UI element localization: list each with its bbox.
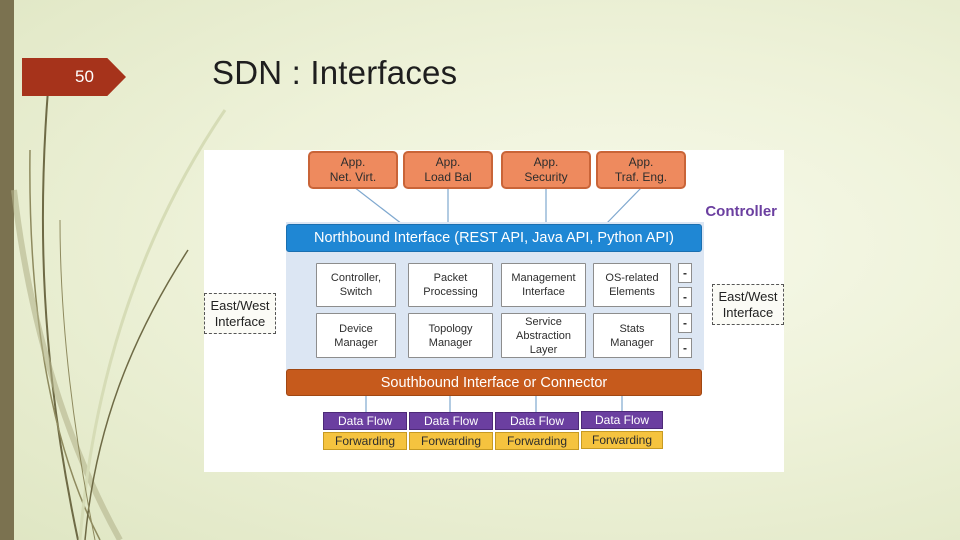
module-stats-manager: Stats Manager bbox=[593, 313, 671, 358]
sdn-diagram: App. Net. Virt. App. Load Bal App. Secur… bbox=[204, 150, 784, 472]
forwarding-block: Forwarding bbox=[581, 431, 663, 449]
data-flow-block: Data Flow bbox=[581, 411, 663, 429]
module-os-related-elements: OS-related Elements bbox=[593, 263, 671, 307]
forwarding-block: Forwarding bbox=[323, 432, 407, 450]
extension-slot: - bbox=[678, 338, 692, 358]
forwarding-block: Forwarding bbox=[495, 432, 579, 450]
extension-slot: - bbox=[678, 263, 692, 283]
app-security: App. Security bbox=[501, 151, 591, 189]
left-accent-bar bbox=[0, 0, 14, 540]
app-traf-eng: App. Traf. Eng. bbox=[596, 151, 686, 189]
module-topology-manager: Topology Manager bbox=[408, 313, 493, 358]
data-flow-block: Data Flow bbox=[495, 412, 579, 430]
module-management-interface: Management Interface bbox=[501, 263, 586, 307]
southbound-interface-bar: Southbound Interface or Connector bbox=[286, 369, 702, 396]
northbound-interface-bar: Northbound Interface (REST API, Java API… bbox=[286, 224, 702, 252]
slide-title: SDN : Interfaces bbox=[212, 54, 458, 91]
data-flow-block: Data Flow bbox=[323, 412, 407, 430]
connector-lines bbox=[353, 186, 643, 412]
extension-slot: - bbox=[678, 287, 692, 307]
slide-number: 50 bbox=[75, 67, 94, 86]
app-net-virt: App. Net. Virt. bbox=[308, 151, 398, 189]
module-device-manager: Device Manager bbox=[316, 313, 396, 358]
app-load-bal: App. Load Bal bbox=[403, 151, 493, 189]
controller-label: Controller bbox=[705, 203, 777, 220]
module-packet-processing: Packet Processing bbox=[408, 263, 493, 307]
module-controller-switch: Controller, Switch bbox=[316, 263, 396, 307]
data-flow-block: Data Flow bbox=[409, 412, 493, 430]
forwarding-block: Forwarding bbox=[409, 432, 493, 450]
slide-number-tab: 50 bbox=[22, 58, 126, 96]
module-service-abstraction-layer: Service Abstraction Layer bbox=[501, 313, 586, 358]
east-west-interface-left: East/West Interface bbox=[204, 293, 276, 334]
extension-slot: - bbox=[678, 313, 692, 333]
east-west-interface-right: East/West Interface bbox=[712, 284, 784, 325]
